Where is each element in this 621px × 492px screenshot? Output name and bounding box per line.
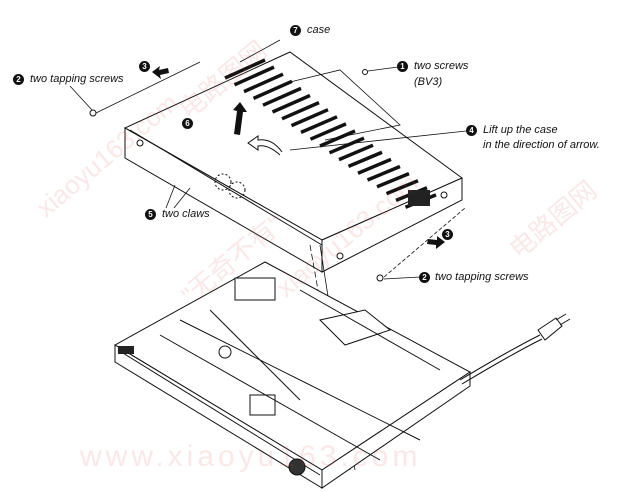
step-badge-1: 1 (397, 61, 408, 72)
vent-slot (338, 143, 374, 162)
step-badge-5: 5 (145, 209, 156, 220)
vent-slot (347, 150, 383, 169)
step-badge-6: 6 (182, 118, 193, 129)
arrow-left-icon (152, 66, 169, 79)
vent-slot (366, 164, 401, 182)
step-badge-7: 7 (290, 25, 301, 36)
vent-slot (262, 86, 302, 107)
vent-slot (281, 100, 320, 121)
label-two-claws: two claws (162, 208, 210, 220)
label-bv3: (BV3) (414, 76, 443, 88)
vent-slot (319, 129, 356, 148)
vent-slot (252, 79, 293, 100)
vent-slot (233, 65, 275, 87)
vent-slot (385, 179, 419, 196)
claw-marker (214, 173, 232, 191)
vent-slot (271, 93, 311, 114)
vent-slot (357, 157, 392, 175)
claw-marker (228, 181, 246, 199)
case-cover (123, 51, 463, 273)
arrow-right-icon (427, 236, 445, 249)
screw-icons (89, 69, 448, 282)
chassis (114, 261, 471, 489)
label-lift-case: Lift up the case (483, 124, 558, 136)
vent-slot (376, 171, 410, 189)
curved-arrow-icon (247, 135, 283, 156)
vent-slot (224, 58, 266, 80)
step-badge-2b: 2 (419, 272, 430, 283)
label-tapping-screws-left: two tapping screws (30, 73, 124, 85)
step-badge-3: 3 (139, 61, 150, 72)
label-direction: in the direction of arrow. (483, 139, 600, 151)
step-badge-2: 2 (13, 74, 24, 85)
step-badge-4: 4 (466, 125, 477, 136)
label-tapping-screws-right: two tapping screws (435, 271, 529, 283)
step-badge-3b: 3 (442, 229, 453, 240)
vent-slot (243, 72, 284, 94)
vent-slot (290, 108, 329, 128)
vent-slot (309, 122, 347, 141)
side-vent (408, 190, 430, 206)
arrow-up-icon (233, 102, 247, 135)
vent-grille (224, 58, 437, 209)
vent-slot (300, 115, 338, 135)
power-cord (459, 313, 571, 385)
label-two-screws: two screws (414, 60, 469, 72)
vent-slot (328, 136, 365, 155)
label-case: case (307, 24, 331, 36)
